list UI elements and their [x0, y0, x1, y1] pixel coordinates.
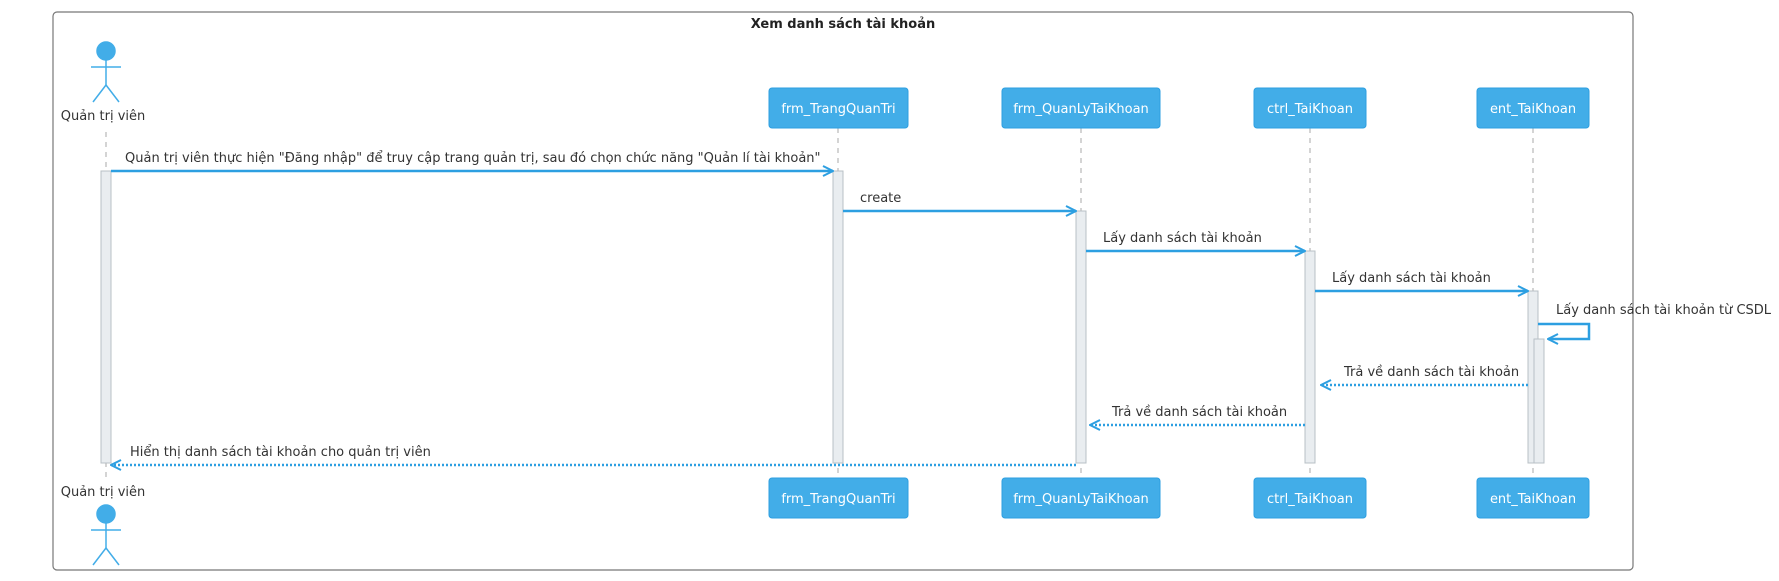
participant-ent-taikhoan-top: ent_TaiKhoan — [1476, 87, 1590, 129]
activation-bars — [100, 170, 1545, 464]
participant-label: frm_QuanLyTaiKhoan — [1013, 492, 1149, 507]
actor-label-top: Quản trị viên — [61, 109, 146, 124]
message-5: Lấy danh sách tài khoản từ CSDL — [1538, 303, 1772, 339]
messages: Quản trị viên thực hiện "Đăng nhập" để t… — [111, 151, 1772, 465]
activation-bar — [100, 170, 112, 464]
message-label: Hiển thị danh sách tài khoản cho quản tr… — [130, 445, 431, 460]
lifelines — [105, 128, 1534, 482]
message-7: Trả về danh sách tài khoản — [1090, 405, 1305, 425]
participant-frm-trangquantri-bottom: frm_TrangQuanTri — [768, 477, 909, 519]
actor-bottom: Quản trị viên — [61, 485, 146, 566]
actor-top: Quản trị viên — [61, 41, 146, 124]
message-1: Quản trị viên thực hiện "Đăng nhập" để t… — [111, 151, 833, 171]
participant-label: ent_TaiKhoan — [1490, 102, 1576, 117]
diagram-title: Xem danh sách tài khoản — [751, 17, 936, 32]
participant-ctrl-taikhoan-bottom: ctrl_TaiKhoan — [1253, 477, 1367, 519]
actor-figure-icon — [91, 504, 121, 566]
actor-label-bottom: Quản trị viên — [61, 485, 146, 500]
participant-ctrl-taikhoan-top: ctrl_TaiKhoan — [1253, 87, 1367, 129]
participant-frm-trangquantri-top: frm_TrangQuanTri — [768, 87, 909, 129]
message-label: Lấy danh sách tài khoản từ CSDL — [1556, 303, 1772, 318]
participant-label: ctrl_TaiKhoan — [1267, 492, 1353, 507]
activation-bar — [1304, 250, 1316, 464]
activation-bar — [1075, 210, 1087, 464]
message-label: create — [860, 191, 901, 206]
participant-label: frm_QuanLyTaiKhoan — [1013, 102, 1149, 117]
message-label: Lấy danh sách tài khoản — [1332, 271, 1491, 286]
diagram-frame — [52, 11, 1634, 571]
message-label: Trả về danh sách tài khoản — [1343, 365, 1519, 380]
message-4: Lấy danh sách tài khoản — [1315, 271, 1528, 291]
message-arrow — [1538, 322, 1591, 339]
actor-figure-icon — [91, 41, 121, 103]
activation-bar — [832, 170, 844, 464]
message-label: Quản trị viên thực hiện "Đăng nhập" để t… — [125, 151, 821, 166]
participant-label: frm_TrangQuanTri — [781, 492, 895, 507]
participant-label: frm_TrangQuanTri — [781, 102, 895, 117]
message-6: Trả về danh sách tài khoản — [1321, 365, 1528, 385]
participant-frm-quanlytaikhoan-top: frm_QuanLyTaiKhoan — [1001, 87, 1161, 129]
activation-bar — [1533, 338, 1545, 464]
message-8: Hiển thị danh sách tài khoản cho quản tr… — [111, 445, 1076, 465]
participant-ent-taikhoan-bottom: ent_TaiKhoan — [1476, 477, 1590, 519]
participant-label: ctrl_TaiKhoan — [1267, 102, 1353, 117]
participant-frm-quanlytaikhoan-bottom: frm_QuanLyTaiKhoan — [1001, 477, 1161, 519]
message-label: Lấy danh sách tài khoản — [1103, 231, 1262, 246]
message-3: Lấy danh sách tài khoản — [1086, 231, 1305, 251]
participant-label: ent_TaiKhoan — [1490, 492, 1576, 507]
message-label: Trả về danh sách tài khoản — [1111, 405, 1287, 420]
message-2: create — [843, 191, 1076, 211]
